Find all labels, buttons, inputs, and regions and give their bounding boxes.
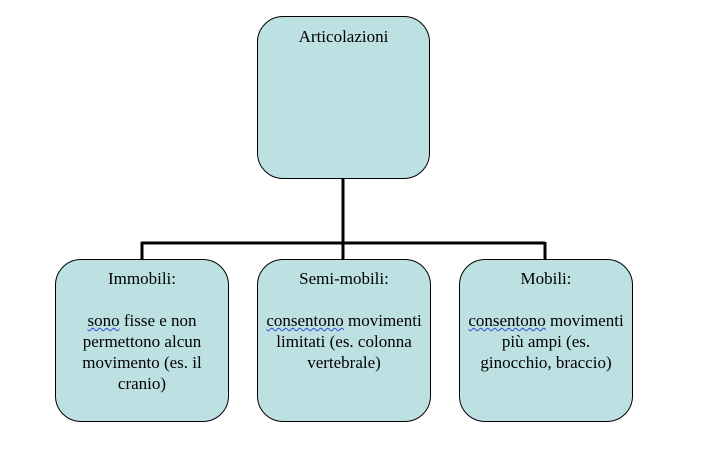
node-immobili: Immobili: sono fisse e non permettono al…: [55, 259, 229, 422]
description-text: fisse e non permettono alcun movimento (…: [82, 311, 202, 393]
spellcheck-word: sono: [87, 311, 120, 330]
description-text: movimenti più ampi (es. ginocchio, bracc…: [480, 311, 624, 372]
root-node-articolazioni: Articolazioni: [257, 16, 430, 179]
node-title: Mobili:: [520, 269, 572, 288]
node-mobili: Mobili: consentono movimenti più ampi (e…: [459, 259, 633, 422]
node-semi-mobili: Semi-mobili: consentono movimenti limita…: [257, 259, 431, 422]
node-description: consentono movimenti limitati (es. colon…: [258, 310, 430, 373]
node-description: consentono movimenti più ampi (es. ginoc…: [460, 310, 632, 373]
root-label: Articolazioni: [298, 27, 389, 46]
spellcheck-word: consentono: [468, 311, 546, 330]
node-title: Immobili:: [108, 269, 176, 288]
spellcheck-word: consentono: [266, 311, 344, 330]
node-description: sono fisse e non permettono alcun movime…: [56, 310, 228, 394]
description-text: movimenti limitati (es. colonna vertebra…: [276, 311, 422, 372]
node-title: Semi-mobili:: [299, 269, 389, 288]
